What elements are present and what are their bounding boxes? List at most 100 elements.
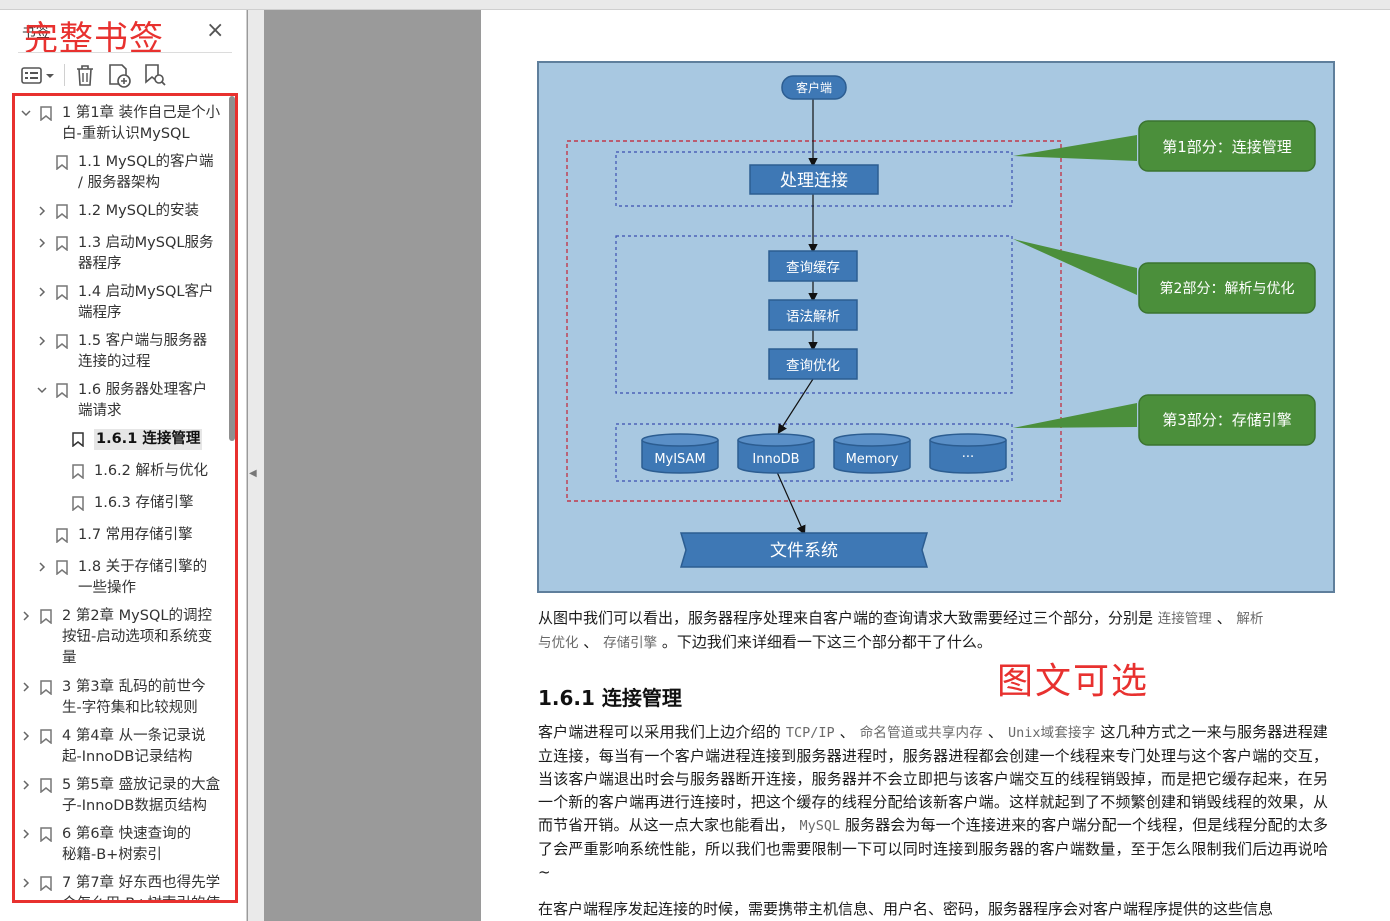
find-bookmark-button[interactable] [142, 62, 168, 88]
connection-node [749, 164, 879, 195]
part3-label: 第3部分：存储引擎 [1162, 411, 1292, 429]
bookmark-label-line: 生-字符集和比较规则 [62, 700, 198, 716]
engine-memory: Memory [846, 452, 899, 467]
bookmark-icon [72, 464, 84, 480]
filesystem-label: 文件系统 [770, 541, 838, 561]
bookmark-label: 6 第6章 快速查询的秘籍-B+树索引 [62, 824, 191, 866]
bookmark-icon [56, 383, 68, 399]
bookmark-item[interactable]: 1.6.3 存储引擎 [15, 493, 229, 514]
chevron-right-icon[interactable] [35, 205, 49, 219]
chevron-right-icon[interactable] [19, 779, 33, 793]
parse-group [615, 235, 1013, 394]
bookmark-icon [72, 496, 84, 512]
bookmark-label: 7 第7章 好东西也得先学会怎么用-B+树索引的使 [62, 873, 221, 900]
bookmark-icon [40, 778, 52, 794]
bookmark-icon [56, 528, 68, 544]
parser-label: 语法解析 [786, 309, 840, 325]
chevron-down-icon[interactable] [35, 384, 49, 398]
bookmark-label-line: 白-重新认识MySQL [62, 126, 190, 142]
bookmark-label: 3 第3章 乱码的前世今生-字符集和比较规则 [62, 677, 206, 719]
find-bookmark-icon [145, 64, 166, 86]
bookmark-item[interactable]: 1.6.2 解析与优化 [15, 461, 229, 482]
bookmark-item[interactable]: 1.6 服务器处理客户端请求 [15, 380, 229, 422]
sidebar-title: 书签 [22, 25, 50, 41]
bookmark-label-line: 会怎么用-B+树索引的使 [62, 894, 220, 900]
chevron-right-icon[interactable] [19, 730, 33, 744]
bookmark-item[interactable]: 1.3 启动MySQL服务器程序 [15, 233, 229, 275]
bookmark-scrollbar[interactable] [229, 96, 235, 441]
bookmark-label-line: 1.6 服务器处理客户 [78, 382, 208, 398]
delete-bookmark-button[interactable] [74, 62, 96, 88]
add-bookmark-button[interactable] [106, 62, 132, 88]
bookmark-item[interactable]: 1.1 MySQL的客户端/ 服务器架构 [15, 152, 229, 194]
part3-box [1138, 394, 1316, 446]
list-options-button[interactable] [20, 62, 58, 88]
bookmark-item[interactable]: 7 第7章 好东西也得先学会怎么用-B+树索引的使 [15, 873, 229, 900]
chevron-right-icon[interactable] [19, 681, 33, 695]
chevron-right-icon[interactable] [35, 237, 49, 251]
bookmark-item[interactable]: 1.5 客户端与服务器连接的过程 [15, 331, 229, 373]
bookmark-icon [40, 729, 52, 745]
bookmark-item[interactable]: 1.8 关于存储引擎的一些操作 [15, 557, 229, 599]
bookmark-label: 1.2 MySQL的安装 [78, 201, 199, 222]
bookmark-label-line: 7 第7章 好东西也得先学 [62, 875, 221, 891]
optimizer-node [768, 348, 858, 380]
bookmark-item[interactable]: 1 第1章 装作自己是个小白-重新认识MySQL [15, 103, 229, 145]
bookmark-item[interactable]: 2 第2章 MySQL的调控按钮-启动选项和系统变量 [15, 606, 229, 669]
list-options-icon [21, 67, 54, 84]
bookmark-item[interactable]: 4 第4章 从一条记录说起-InnoDB记录结构 [15, 726, 229, 768]
bookmark-label: 1.6 服务器处理客户端请求 [78, 380, 207, 422]
bookmark-icon [40, 609, 52, 625]
bookmark-item[interactable]: 6 第6章 快速查询的秘籍-B+树索引 [15, 824, 229, 866]
bookmark-label-line: 端程序 [78, 305, 122, 321]
sidebar-divider [18, 52, 232, 53]
bookmark-label-line: 1.5 客户端与服务器 [78, 333, 208, 349]
chevron-right-icon[interactable] [35, 286, 49, 300]
bookmark-label-line: 5 第5章 盛放记录的大盒 [62, 777, 221, 793]
bookmark-label-line: 一些操作 [78, 580, 136, 596]
bookmark-label: 5 第5章 盛放记录的大盒子-InnoDB数据页结构 [62, 775, 220, 817]
bookmark-icon [40, 827, 52, 843]
bookmark-tree: 1 第1章 装作自己是个小白-重新认识MySQL 1.1 MySQL的客户端/ 服… [12, 93, 238, 903]
chevron-right-icon[interactable] [19, 877, 33, 891]
chevron-down-icon[interactable] [19, 107, 33, 121]
sidebar-splitter[interactable] [248, 10, 264, 921]
part1-pointer [1013, 135, 1137, 161]
engine-myisam: MyISAM [654, 452, 705, 467]
bookmark-label-line: 1.4 启动MySQL客户 [78, 284, 214, 300]
bookmark-label-line: 1.7 常用存储引擎 [78, 527, 193, 543]
chevron-right-icon[interactable] [19, 828, 33, 842]
paragraph-connection: 客户端进程可以采用我们上边介绍的 TCP/IP 、 命名管道或共享内存 、 Un… [538, 723, 1328, 881]
chevron-right-icon[interactable] [19, 610, 33, 624]
chevron-right-icon[interactable] [35, 561, 49, 575]
optimizer-label: 查询优化 [786, 358, 840, 374]
bookmark-label-line: 1.6.1 连接管理 [96, 431, 201, 447]
part1-label: 第1部分：连接管理 [1162, 138, 1292, 156]
bookmark-item[interactable]: 1.7 常用存储引擎 [15, 525, 229, 546]
client-node [781, 75, 847, 100]
bookmark-icon [56, 560, 68, 576]
bookmark-label: 1.5 客户端与服务器连接的过程 [78, 331, 207, 373]
bookmark-label-line: 起-InnoDB记录结构 [62, 749, 193, 765]
bookmark-label-line: 1.6.3 存储引擎 [94, 495, 194, 511]
bookmark-item[interactable]: 1.4 启动MySQL客户端程序 [15, 282, 229, 324]
collapse-sidebar-icon[interactable]: ◀ [249, 468, 257, 479]
bookmark-label-line: 连接的过程 [78, 354, 151, 370]
bookmark-label-line: 4 第4章 从一条记录说 [62, 728, 206, 744]
bookmark-item[interactable]: 1.2 MySQL的安装 [15, 201, 229, 222]
bookmark-label: 1 第1章 装作自己是个小白-重新认识MySQL [62, 103, 220, 145]
close-sidebar-button[interactable]: × [206, 18, 225, 43]
filesystem-node [679, 532, 929, 568]
bookmark-item[interactable]: 1.6.1 连接管理 [15, 429, 229, 450]
bookmark-label-line: 子-InnoDB数据页结构 [62, 798, 207, 814]
chevron-right-icon[interactable] [35, 335, 49, 349]
bookmark-item[interactable]: 5 第5章 盛放记录的大盒子-InnoDB数据页结构 [15, 775, 229, 817]
bookmark-label-line: 1 第1章 装作自己是个小 [62, 105, 221, 121]
bookmark-label-line: 量 [62, 650, 77, 666]
bookmark-label-line: 3 第3章 乱码的前世今 [62, 679, 206, 695]
connection-group [615, 151, 1013, 207]
bookmark-item[interactable]: 3 第3章 乱码的前世今生-字符集和比较规则 [15, 677, 229, 719]
bookmark-label: 1.4 启动MySQL客户端程序 [78, 282, 213, 324]
part2-pointer [1013, 239, 1137, 295]
bookmark-label-line: 端请求 [78, 403, 122, 419]
